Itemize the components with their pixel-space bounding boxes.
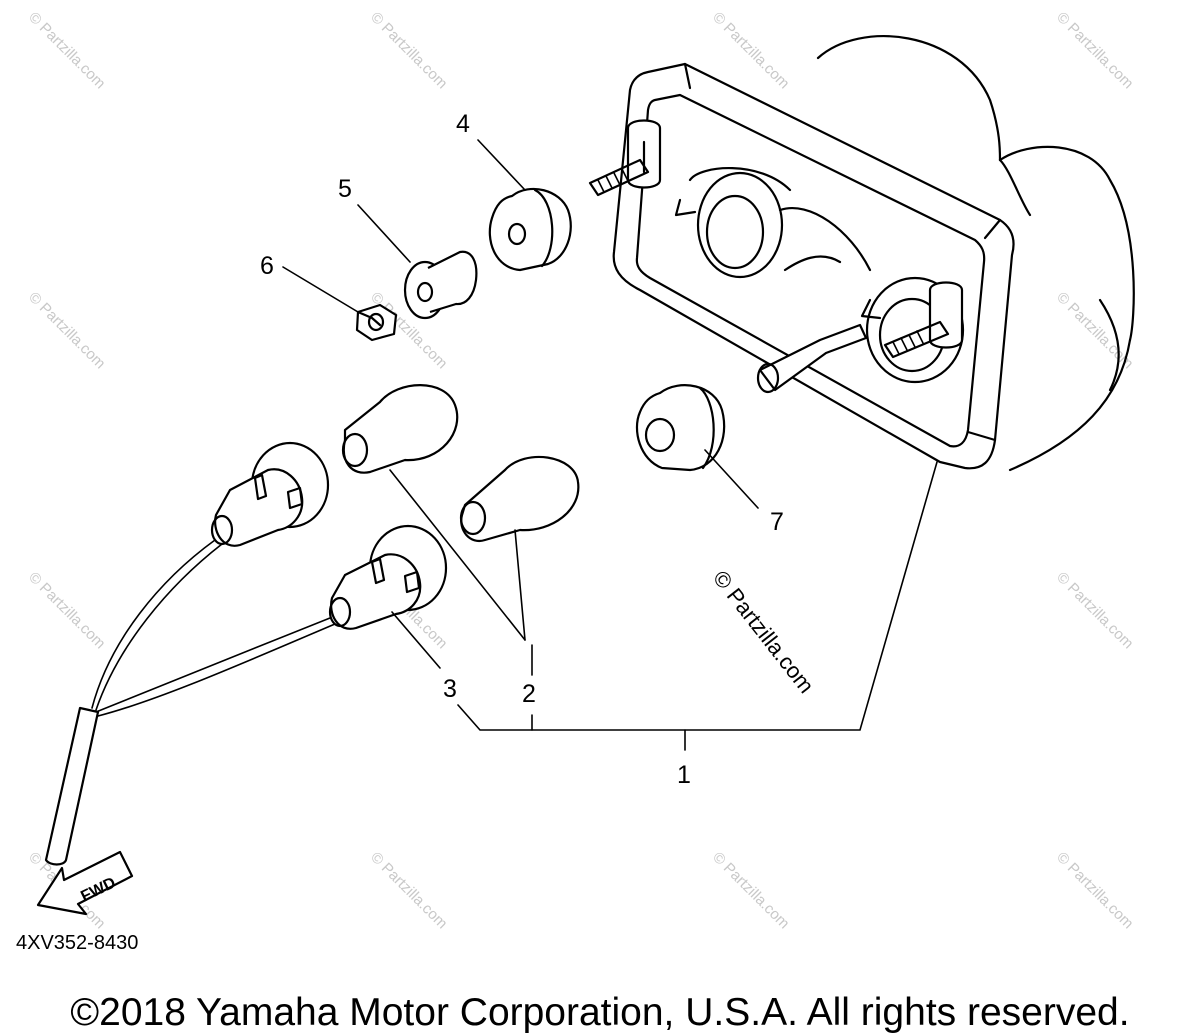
part-6-nut <box>355 303 398 342</box>
callout-7: 7 <box>770 508 784 536</box>
watermark-text: © Partzilla.com <box>709 9 792 92</box>
part-2-bulb-upper <box>341 384 459 474</box>
part-code: 4XV352-8430 <box>16 932 138 954</box>
watermark-text: © Partzilla.com <box>367 9 450 92</box>
callout-1: 1 <box>677 761 691 789</box>
copyright-notice: ©2018 Yamaha Motor Corporation, U.S.A. A… <box>70 991 1130 1034</box>
watermark-text: © Partzilla.com <box>25 569 108 652</box>
callout-numbers: 1 2 3 4 5 6 7 <box>260 110 784 789</box>
watermark-text: © Partzilla.com <box>1053 849 1136 932</box>
part-5-collar <box>403 250 478 320</box>
watermark-grid: © Partzilla.com © Partzilla.com © Partzi… <box>25 9 1136 932</box>
watermark-text: © Partzilla.com <box>1053 569 1136 652</box>
watermark-text: © Partzilla.com <box>25 9 108 92</box>
watermark-text: © Partzilla.com <box>367 849 450 932</box>
callout-2: 2 <box>522 680 536 708</box>
fwd-arrow-icon: FWD <box>36 850 134 916</box>
callout-4: 4 <box>456 110 470 138</box>
watermark-main: © Partzilla.com <box>708 566 819 698</box>
callout-3: 3 <box>443 675 457 703</box>
callout-6: 6 <box>260 252 274 280</box>
leader-lines <box>282 139 938 751</box>
part-3-socket-lower <box>328 524 448 630</box>
part-3-socket-upper <box>210 441 330 547</box>
part-4-grommet <box>488 187 572 272</box>
watermark-text: © Partzilla.com <box>709 849 792 932</box>
part-2-bulb-lower <box>459 455 580 543</box>
watermark-text: © Partzilla.com <box>25 289 108 372</box>
taillight-housing <box>588 35 1135 472</box>
wiring-harness <box>44 539 336 866</box>
watermark-text: © Partzilla.com <box>1053 289 1136 372</box>
callout-5: 5 <box>338 175 352 203</box>
watermark-text: © Partzilla.com <box>1053 9 1136 92</box>
part-7-grommet <box>635 384 726 472</box>
